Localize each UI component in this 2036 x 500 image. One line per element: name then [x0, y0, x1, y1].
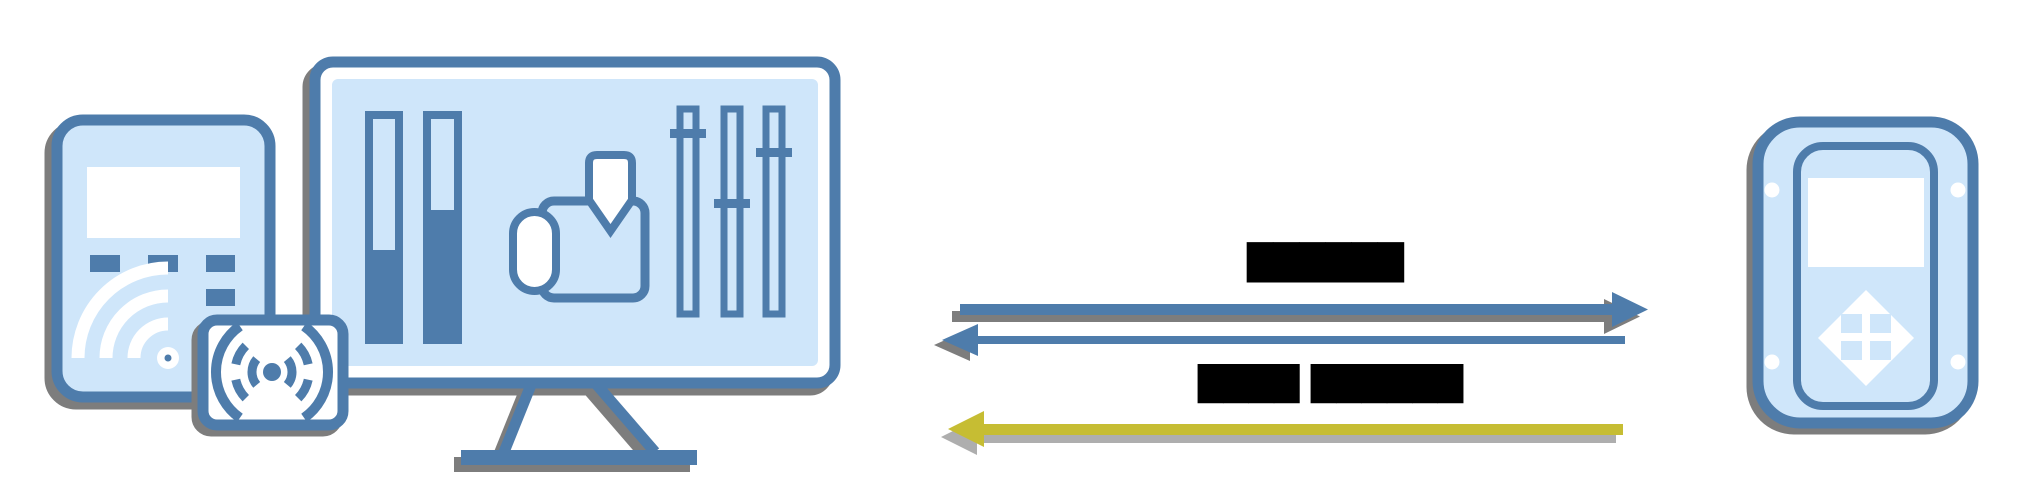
flow-label-top: ██████ — [1247, 243, 1404, 283]
monitor-stand — [461, 381, 697, 465]
wall-reader — [1752, 116, 1979, 429]
handheld-reader — [51, 114, 276, 403]
wall-reader-screws — [1764, 182, 1966, 370]
handheld-screen — [87, 167, 240, 238]
monitor-screen — [332, 79, 818, 366]
monitor — [309, 56, 841, 465]
download-shield-icon — [509, 151, 650, 303]
rfid-signal-icon — [210, 322, 334, 422]
arrow-left-blue — [934, 324, 1625, 361]
wall-reader-screen — [1808, 178, 1924, 267]
sliders-icon — [670, 105, 792, 318]
flow-label-bottom: ████ ██████ — [1198, 364, 1464, 403]
smart-card — [197, 314, 349, 431]
flow-arrows — [934, 292, 1648, 455]
arrow-left-yellow — [941, 411, 1623, 455]
bar-gauge-icon — [365, 111, 462, 344]
wall-reader-panel — [1793, 142, 1938, 410]
wifi-signal-icon — [71, 261, 179, 369]
keypad-diamond-icon — [1818, 290, 1914, 386]
arrow-right-blue — [952, 292, 1648, 334]
